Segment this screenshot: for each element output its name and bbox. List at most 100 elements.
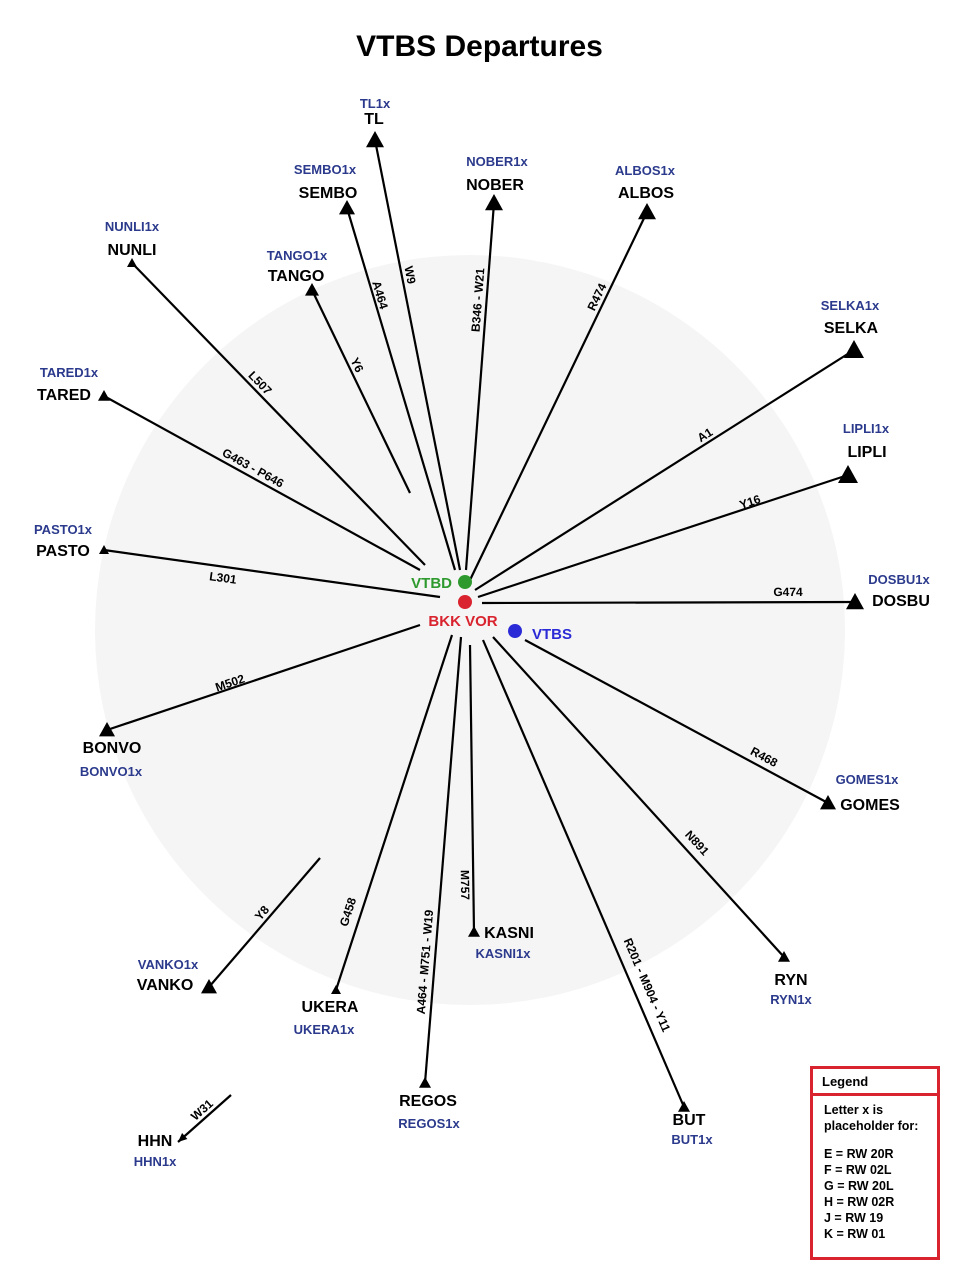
sid-label[interactable]: UKERA1x — [294, 1022, 355, 1037]
route-line — [464, 202, 496, 571]
route-line — [103, 548, 441, 599]
waypoint-triangle-icon — [366, 131, 384, 148]
legend-item: H = RW 02R — [824, 1195, 895, 1209]
legend-item: G = RW 20L — [824, 1179, 894, 1193]
sid-label[interactable]: GOMES1x — [836, 772, 900, 787]
sid-label[interactable]: VANKO1x — [138, 957, 199, 972]
sid-label[interactable]: NOBER1x — [466, 154, 528, 169]
airway-label: B346 - W21 — [469, 267, 488, 332]
sid-label[interactable]: BONVO1x — [80, 764, 143, 779]
airway-label: G474 — [773, 585, 803, 599]
waypoint-triangle-icon — [419, 1077, 431, 1088]
airway-label: L301 — [208, 569, 237, 587]
waypoint-triangle-icon — [98, 390, 110, 401]
fix-name[interactable]: LIPLI — [847, 444, 886, 461]
fix-name[interactable]: VANKO — [137, 977, 194, 994]
waypoint-triangle-icon — [331, 985, 341, 994]
route-line — [492, 636, 785, 958]
page-title: VTBS Departures — [356, 30, 603, 63]
airway-label: W9 — [401, 265, 418, 286]
vtbs-label[interactable]: VTBS — [532, 626, 572, 643]
fix-name[interactable]: RYN — [774, 972, 807, 989]
route-nober: B346 - W21 NOBER NOBER1x — [464, 154, 528, 571]
sid-label[interactable]: REGOS1x — [398, 1116, 460, 1131]
fix-name[interactable]: REGOS — [399, 1093, 457, 1110]
fix-name[interactable]: KASNI — [484, 925, 534, 942]
waypoint-triangle-icon — [305, 283, 319, 296]
fix-name[interactable]: PASTO — [36, 543, 90, 560]
waypoint-triangle-icon — [778, 951, 790, 962]
fix-name[interactable]: HHN — [138, 1133, 173, 1150]
legend-box: Legend Letter x is placeholder for: E = … — [810, 1066, 940, 1260]
waypoint-triangle-icon — [844, 340, 864, 358]
sid-label[interactable]: DOSBU1x — [868, 572, 930, 587]
fix-name[interactable]: BUT — [673, 1112, 706, 1129]
fix-name[interactable]: GOMES — [840, 797, 900, 814]
vtbd-label[interactable]: VTBD — [411, 575, 452, 592]
fix-name[interactable]: TARED — [37, 387, 91, 404]
fix-name[interactable]: ALBOS — [618, 185, 674, 202]
route-line — [474, 349, 855, 591]
airway-label: Y16 — [738, 492, 763, 512]
route-line — [106, 623, 421, 732]
waypoint-triangle-icon — [820, 795, 836, 810]
waypoint-triangle-icon — [678, 1101, 690, 1112]
fix-name[interactable]: TL — [364, 111, 384, 128]
legend-title: Legend — [813, 1069, 937, 1096]
route-line — [131, 262, 426, 566]
fix-name[interactable]: SELKA — [824, 320, 879, 337]
route-line — [177, 1094, 232, 1143]
route-line — [208, 857, 321, 988]
waypoint-triangle-icon — [99, 722, 115, 737]
sid-label[interactable]: HHN1x — [134, 1154, 177, 1169]
sid-label[interactable]: NUNLI1x — [105, 219, 160, 234]
fix-name[interactable]: BONVO — [83, 740, 142, 757]
sid-label[interactable]: TL1x — [360, 96, 391, 111]
sid-label[interactable]: ALBOS1x — [615, 163, 676, 178]
sid-label[interactable]: RYN1x — [770, 992, 812, 1007]
fix-name[interactable]: DOSBU — [872, 593, 930, 610]
route-line — [469, 211, 648, 581]
fix-name[interactable]: NUNLI — [108, 242, 157, 259]
waypoint-triangle-icon — [468, 926, 480, 937]
waypoint-triangle-icon — [127, 258, 137, 267]
fix-name[interactable]: TANGO — [268, 268, 325, 285]
sid-label[interactable]: SELKA1x — [821, 298, 880, 313]
sid-label[interactable]: PASTO1x — [34, 522, 93, 537]
route-lipli: Y16 LIPLI LIPLI1x — [477, 421, 890, 599]
sid-label[interactable]: BUT1x — [671, 1132, 713, 1147]
waypoint-triangle-icon — [846, 593, 864, 610]
sid-label[interactable]: TARED1x — [40, 365, 99, 380]
sid-label[interactable]: SEMBO1x — [294, 162, 357, 177]
route-line — [477, 473, 849, 599]
legend-item: J = RW 19 — [824, 1211, 884, 1225]
fix-name[interactable]: SEMBO — [299, 185, 358, 202]
route-line — [345, 207, 457, 571]
route-line — [373, 139, 462, 571]
legend-item: K = RW 01 — [824, 1227, 886, 1241]
route-line — [334, 634, 454, 991]
route-pasto: L301 PASTO PASTO1x — [34, 522, 441, 599]
sid-label[interactable]: LIPLI1x — [843, 421, 890, 436]
route-line — [423, 636, 463, 1084]
bkk-vor-marker-icon — [458, 595, 472, 609]
fix-name[interactable]: UKERA — [302, 999, 359, 1016]
sid-label[interactable]: TANGO1x — [267, 248, 328, 263]
route-line — [311, 289, 411, 494]
sid-label[interactable]: KASNI1x — [476, 946, 532, 961]
waypoint-triangle-icon — [638, 203, 656, 220]
waypoint-triangle-icon — [99, 545, 109, 554]
bkk-vor-label[interactable]: BKK VOR — [428, 613, 497, 630]
waypoint-triangle-icon — [838, 465, 858, 483]
fix-name[interactable]: NOBER — [466, 177, 524, 194]
legend-item: F = RW 02L — [824, 1163, 892, 1177]
vtbs-marker-icon — [508, 624, 522, 638]
